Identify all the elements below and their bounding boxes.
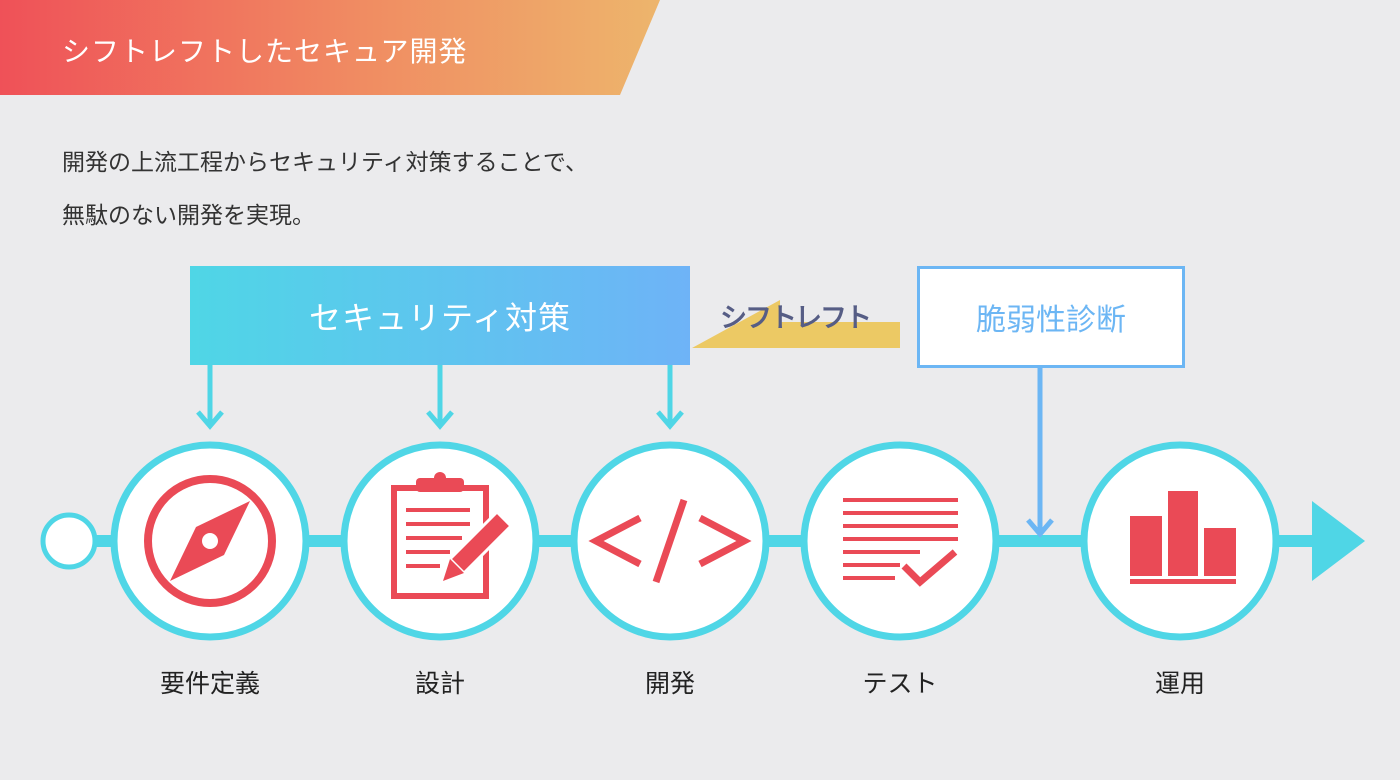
checklist-icon [843,498,958,587]
stage-label-development: 開発 [644,669,695,698]
vulnerability-assessment-label: 脆弱性診断 [976,303,1126,338]
shift-left-wedge [692,300,900,348]
code-icon [588,498,752,584]
stage-label-operation: 運用 [1154,669,1205,698]
header-banner [0,0,660,95]
stage-label-requirements: 要件定義 [159,669,260,698]
page-title: シフトレフトしたセキュア開発 [62,35,468,68]
bar-chart-icon [1130,491,1236,584]
timeline-start-node [40,512,98,570]
clipboard-pencil-icon [391,472,514,599]
compass-icon [144,475,276,607]
lead-text-line-2: 無駄のない開発を実現。 [62,203,315,229]
security-measures-label: セキュリティ対策 [308,298,572,337]
arrowhead-testing-phase [1026,518,1054,538]
stage-label-design: 設計 [414,669,465,698]
arrowhead-design [426,410,454,430]
timeline-arrowhead [1312,501,1365,581]
shift-left-label: シフトレフト [720,303,872,334]
stage-label-testing: テスト [862,669,938,698]
security-measures-box: セキュリティ対策 [190,266,690,365]
vulnerability-assessment-box: 脆弱性診断 [917,266,1185,368]
security-arrows [196,365,684,430]
arrowhead-development [656,410,684,430]
arrowhead-requirements [196,410,224,430]
lead-text-line-1: 開発の上流工程からセキュリティ対策することで、 [62,150,589,176]
vulnerability-arrow [1026,365,1054,538]
